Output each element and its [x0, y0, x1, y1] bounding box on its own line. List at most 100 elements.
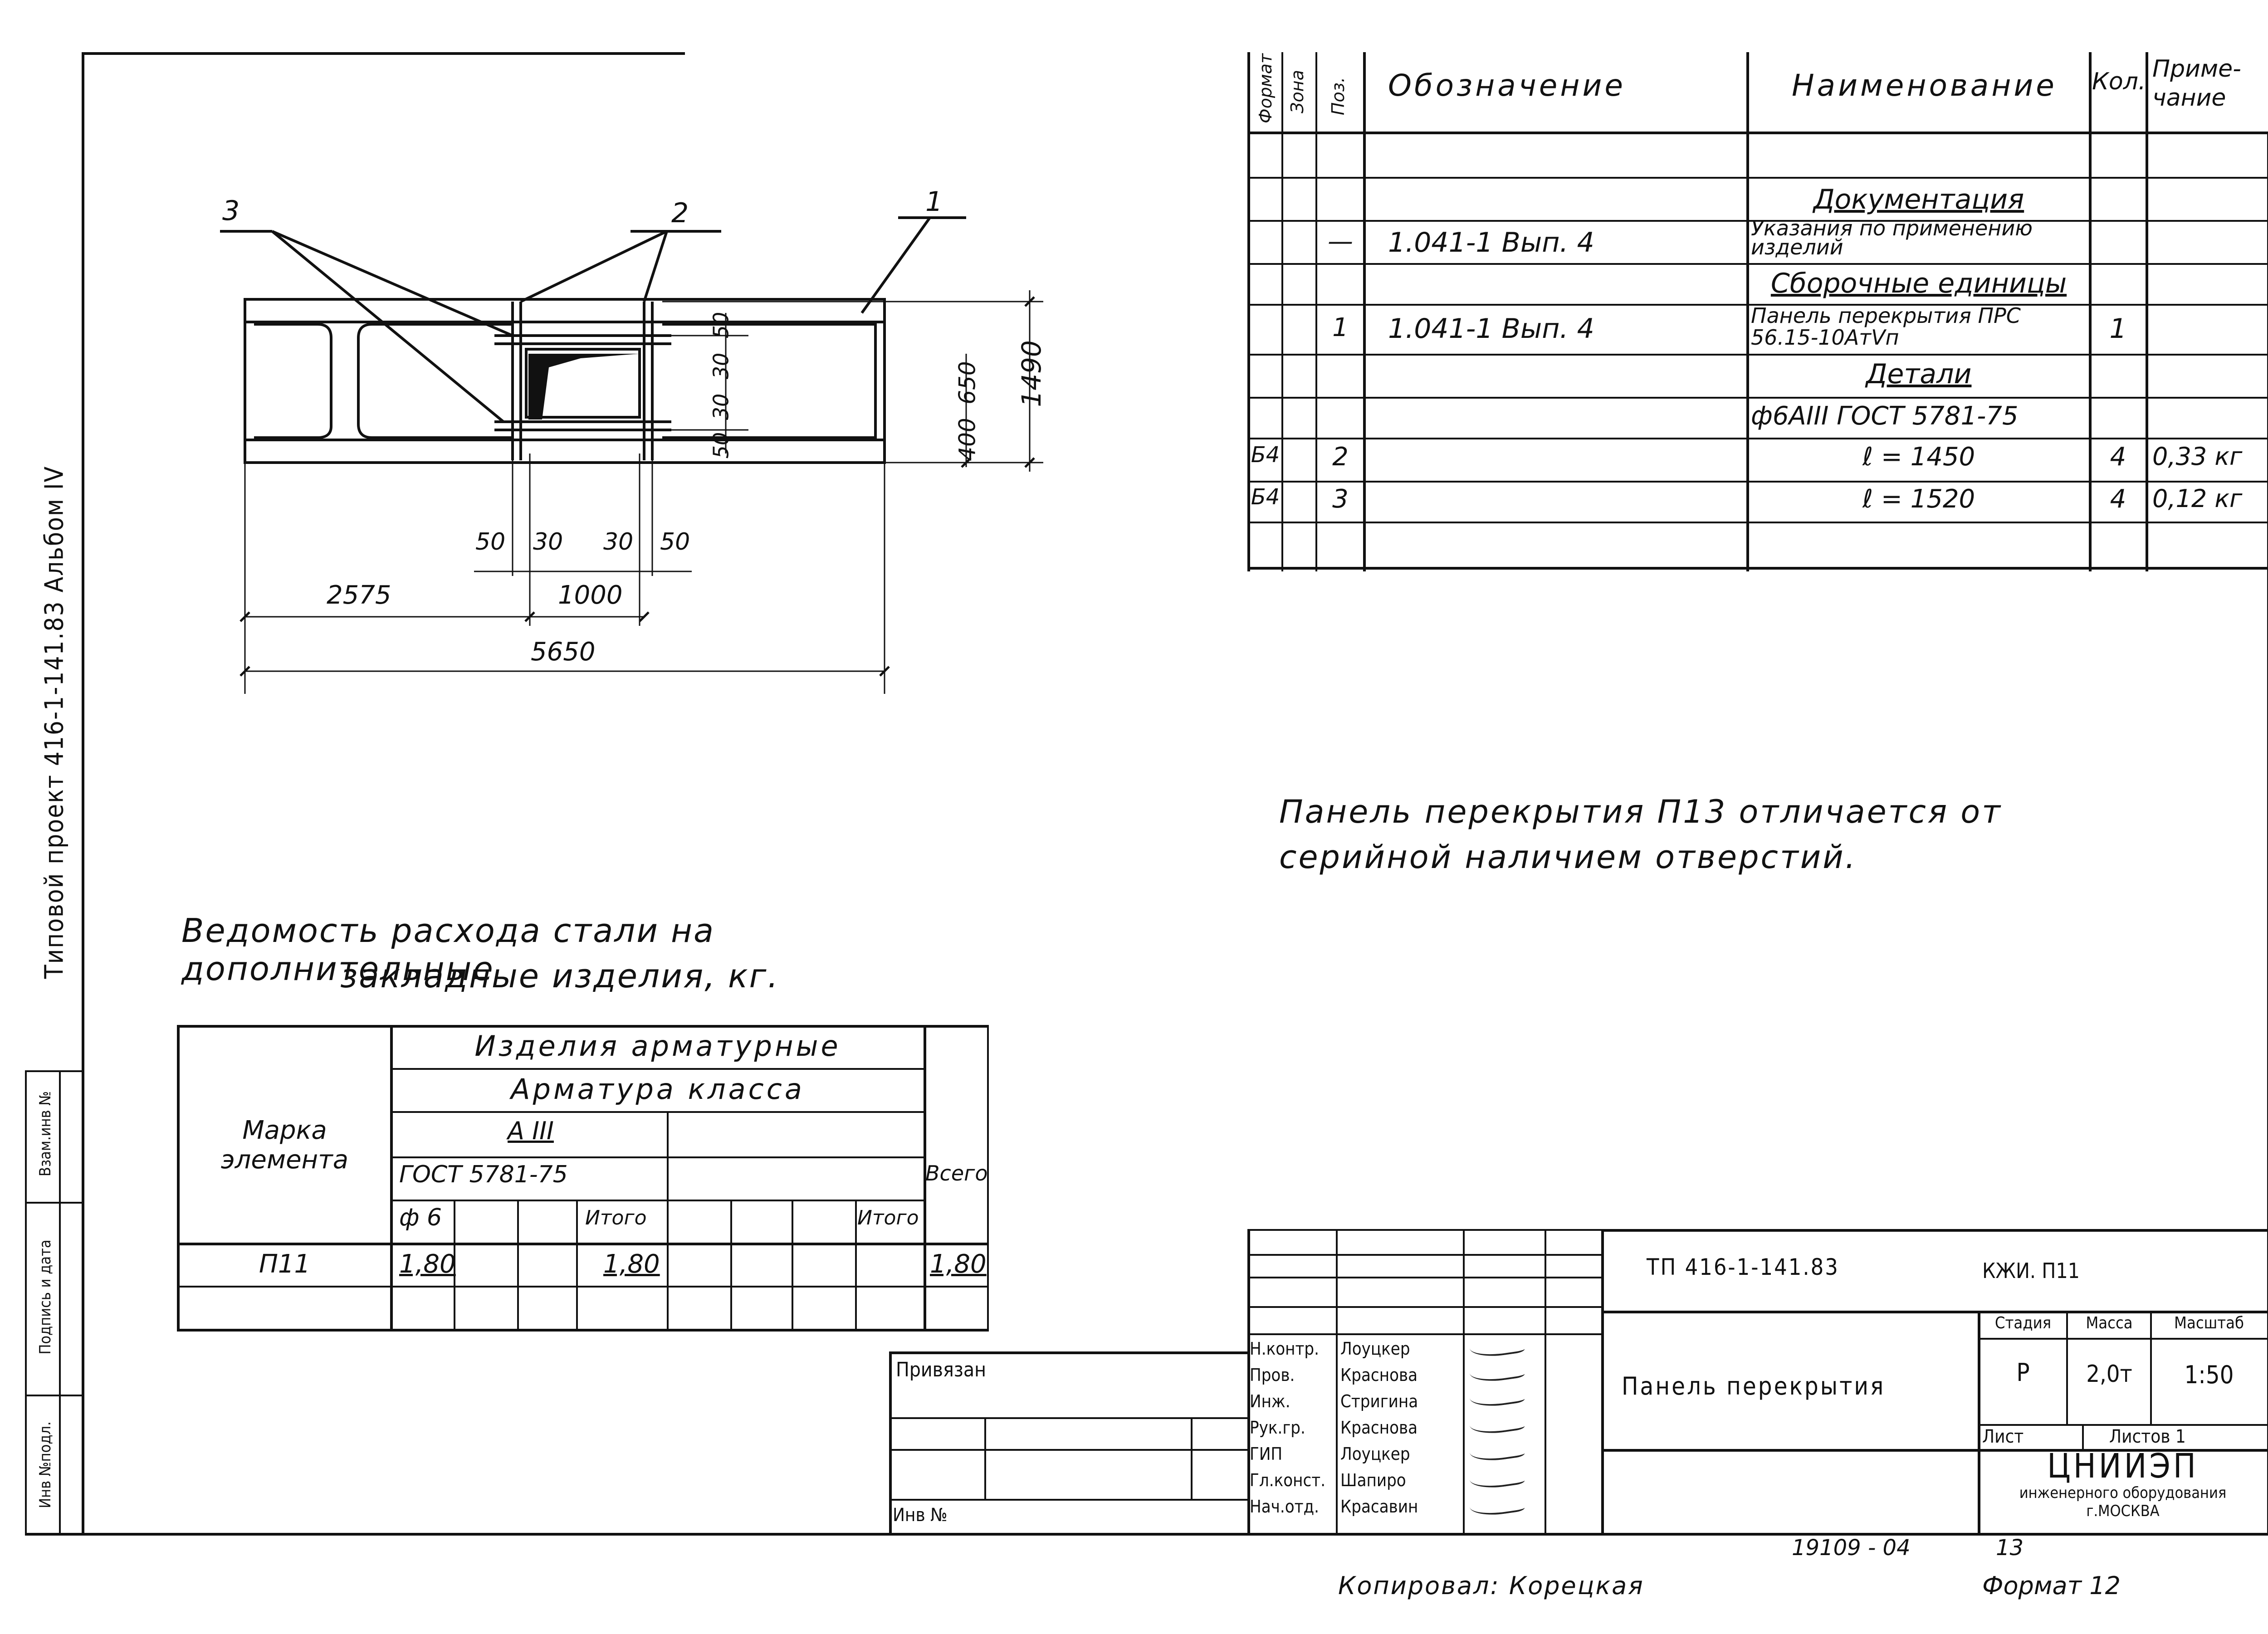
spec-header-designation: Обозначение: [1388, 68, 1626, 103]
name-3: Стригина: [1340, 1391, 1418, 1411]
st-h4: [390, 1200, 925, 1201]
leader-label-2: 2: [671, 197, 689, 229]
tb-main-v4: [2082, 1424, 2084, 1449]
steel-title-1: Ведомость расхода стали на дополнительны…: [181, 912, 715, 988]
tb-sig-h1: [1247, 1254, 1601, 1256]
left-strip-line2: [59, 1070, 61, 1533]
signature-1: [1468, 1334, 1525, 1360]
spec-header-pos: Поз.: [1328, 77, 1348, 116]
dim-vert-650: 650: [954, 361, 981, 405]
signature-2: [1468, 1359, 1525, 1385]
st-h0: [177, 1025, 989, 1028]
st-v6: [730, 1200, 732, 1332]
st-v8: [855, 1200, 857, 1332]
tb-main-v1: [1978, 1311, 1980, 1533]
st-itogo-2: Итого: [857, 1206, 919, 1229]
left-strip-sep2: [25, 1202, 84, 1204]
tb-priv-top: [889, 1351, 1247, 1354]
name-4: Краснова: [1340, 1418, 1418, 1438]
signature-3: [1468, 1384, 1525, 1410]
spec-row-documentation: Документация: [1813, 184, 2024, 215]
spec-h2: [1247, 220, 2268, 222]
strip-label-sign: Подпись и дата: [36, 1239, 54, 1355]
spec-row4-pos: 1: [1332, 313, 1349, 342]
frame-bottom: [25, 1533, 2268, 1536]
st-h5: [177, 1243, 989, 1245]
st-h2: [390, 1111, 925, 1113]
spec-row2-pos: —: [1328, 227, 1353, 256]
st-itogo-1: Итого: [585, 1206, 647, 1229]
role-gip: ГИП: [1250, 1444, 1283, 1464]
spec-v0: [1247, 52, 1250, 571]
role-rukgr: Рук.гр.: [1250, 1418, 1305, 1438]
st-v2: [667, 1111, 669, 1332]
st-v0: [177, 1025, 180, 1332]
st-row-vsego: 1,80: [930, 1249, 987, 1279]
spec-v2: [1315, 52, 1317, 571]
signature-4: [1468, 1411, 1525, 1437]
st-v4: [517, 1200, 519, 1332]
tb-names: Лоуцкер Краснова Стригина Краснова Лоуцк…: [1340, 1336, 1418, 1520]
role-glkonst: Гл.конст.: [1250, 1470, 1326, 1490]
spec-row4-designation: 1.041-1 Вып. 4: [1388, 313, 1594, 345]
tb-main-h2: [1601, 1449, 2268, 1452]
tb-sig-v4: [1601, 1229, 1604, 1533]
spec-v4: [1746, 52, 1749, 571]
tb-main-h4: [1978, 1424, 2268, 1426]
st-v10: [987, 1025, 989, 1332]
spec-row7-name: ℓ = 1450: [1862, 442, 1975, 472]
spec-row-steel: ф6АIII ГОСТ 5781-75: [1751, 401, 2019, 431]
signature-7: [1468, 1493, 1525, 1519]
spec-h5: [1247, 354, 2268, 356]
footer-format: Формат 12: [1982, 1571, 2121, 1600]
note-text: Панель перекрытия П13 отличается от сери…: [1279, 793, 2002, 876]
st-v1: [390, 1025, 393, 1332]
name-6: Шапиро: [1340, 1470, 1406, 1490]
tb-privyazan: Привязан: [896, 1358, 986, 1381]
spec-v3: [1363, 52, 1366, 571]
name-2: Краснова: [1340, 1365, 1418, 1385]
signature-5: [1468, 1438, 1525, 1464]
spec-h-bottom: [1247, 567, 2268, 570]
name-7: Красавин: [1340, 1497, 1418, 1517]
dim-30-left: 30: [533, 528, 563, 556]
spec-h-header: [1247, 132, 2268, 134]
spec-row4-qty: 1: [2109, 313, 2127, 345]
tb-sheet-code: КЖИ. П11: [1982, 1258, 2080, 1283]
tb-code: ТП 416-1-141.83: [1647, 1254, 1839, 1280]
role-nkontr: Н.контр.: [1250, 1339, 1319, 1359]
spec-row7-note: 0,33 кг: [2152, 442, 2243, 471]
left-strip-line: [25, 1070, 27, 1533]
spec-row-details: Детали: [1866, 358, 1972, 390]
spec-row8-qty: 4: [2110, 484, 2126, 514]
st-row-phi: 1,80: [399, 1249, 456, 1279]
spec-h1: [1247, 177, 2268, 179]
tb-scale-h: Масштаб: [2174, 1314, 2244, 1332]
footer-number: 19109 - 04: [1792, 1535, 1911, 1561]
dim-5650: 5650: [531, 637, 596, 667]
tb-scale: 1:50: [2184, 1361, 2234, 1389]
st-head3: А III: [508, 1117, 554, 1145]
spec-row2-designation: 1.041-1 Вып. 4: [1388, 227, 1594, 259]
tb-mass-h: Масса: [2086, 1314, 2133, 1332]
dim-vert-400: 400: [954, 418, 981, 461]
dim-vert-1490: 1490: [1016, 340, 1047, 407]
dim-50-right: 50: [660, 528, 690, 556]
panel-void-left: [357, 323, 514, 439]
tb-sig-v0: [1247, 1229, 1250, 1533]
steel-title-2: закладные изделия, кг.: [340, 957, 780, 995]
frame-top-left: [82, 52, 685, 55]
spec-v1: [1281, 52, 1283, 571]
spec-row8-pos: 3: [1332, 484, 1349, 514]
spec-row4-name: Панель перекрытия ПРС 56.15-10AтVп: [1751, 303, 2021, 350]
panel-outline: [244, 298, 886, 464]
spec-row2-name: Указания по применению изделий: [1751, 216, 2033, 259]
footer-page: 13: [1996, 1535, 2024, 1561]
tb-sig-h4: [1247, 1333, 1601, 1335]
spec-h7: [1247, 438, 2268, 439]
tb-main-top: [1601, 1229, 2268, 1232]
dim-50-left: 50: [475, 528, 506, 556]
st-head1: Изделия арматурные: [474, 1029, 841, 1063]
tb-priv-h2: [889, 1449, 1247, 1451]
st-h6: [177, 1286, 989, 1288]
